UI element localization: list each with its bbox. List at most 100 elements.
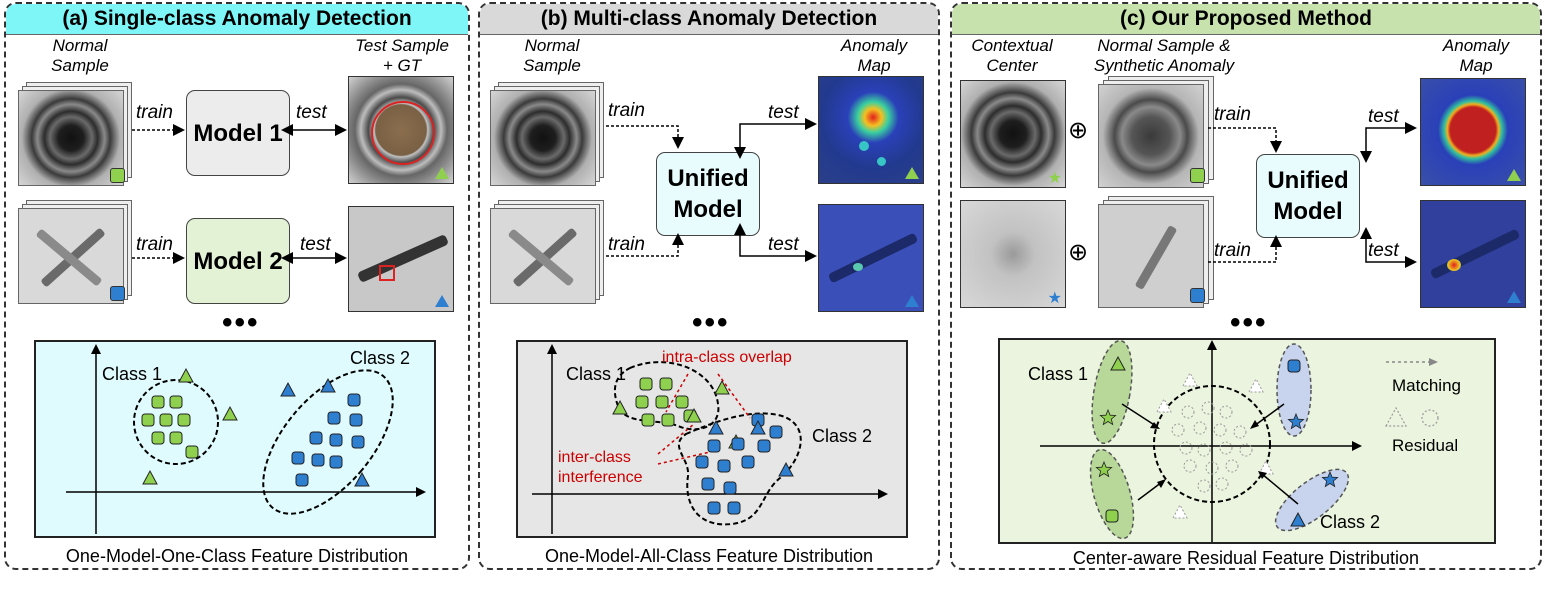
panel-title: (b) Multi-class Anomaly Detection (480, 4, 938, 35)
residual-marker (1201, 401, 1215, 415)
inter-class-interference-label: inter-class interference (558, 449, 643, 486)
unified-model-label: Unified Model (667, 165, 749, 223)
screw-image (490, 208, 596, 304)
star-marker (1095, 460, 1113, 478)
square-marker (1190, 288, 1205, 303)
model-1-label: Model 1 (193, 119, 283, 147)
square-marker (635, 395, 649, 409)
star-marker (1099, 408, 1117, 426)
train-label: train (608, 234, 645, 255)
square-marker (151, 431, 165, 445)
residual-marker (1197, 443, 1211, 457)
square-marker (661, 413, 675, 427)
triangle-marker (612, 399, 628, 415)
residual-marker (1219, 405, 1233, 419)
bottle-synthetic-image (1098, 84, 1204, 188)
square-marker (141, 413, 155, 427)
bottle-center-image: ★ (960, 80, 1066, 188)
residual-marker (1225, 459, 1239, 473)
test-label: test (300, 234, 331, 255)
bottle-image (18, 90, 124, 186)
bottle-synthetic-stack (1098, 76, 1218, 190)
ellipsis: ••• (222, 306, 260, 339)
caption: One-Model-All-Class Feature Distribution (544, 546, 874, 566)
square-marker (329, 433, 343, 447)
residual-legend-label: Residual (1392, 436, 1459, 455)
square-marker (329, 455, 343, 469)
triangle-marker (320, 377, 336, 393)
triangle-marker (1290, 511, 1306, 527)
screw-sample-stack (18, 200, 138, 308)
normal-sample-label: Normal Sample (51, 36, 109, 75)
square-marker (185, 445, 199, 459)
triangle-marker (435, 167, 449, 179)
square-marker (757, 439, 771, 453)
triangle-marker (142, 469, 158, 485)
square-marker (177, 413, 191, 427)
square-marker (731, 437, 745, 451)
triangle-marker (778, 461, 794, 477)
square-marker (291, 451, 305, 465)
class-2-label: Class 2 (350, 348, 411, 368)
square-marker (655, 395, 669, 409)
triangle-marker (1248, 377, 1264, 393)
triangle-marker (1156, 397, 1172, 413)
anomaly-map-label: Anomaly Map (1442, 36, 1510, 75)
square-marker (723, 481, 737, 495)
square-marker (769, 425, 783, 439)
triangle-marker (714, 379, 730, 395)
triangle-marker (1507, 291, 1521, 303)
screw-anomaly-map (818, 204, 924, 312)
star-marker (1287, 412, 1305, 430)
class-2-label: Class 2 (812, 426, 873, 446)
square-marker (659, 377, 673, 391)
class-1-label: Class 1 (102, 364, 163, 384)
residual-marker (1171, 423, 1185, 437)
unified-model-box: Unified Model (1256, 154, 1360, 238)
test-label: test (296, 102, 327, 123)
residual-marker (1239, 443, 1253, 457)
panel-proposed-method: (c) Our Proposed Method Contextual Cente… (950, 2, 1542, 570)
test-sample-label: Test Sample + GT (355, 36, 449, 75)
square-marker (707, 439, 721, 453)
square-marker (347, 393, 361, 407)
square-marker (695, 455, 709, 469)
feature-plot-c (1040, 339, 1439, 542)
screw-image (18, 208, 124, 304)
triangle-marker (1182, 371, 1198, 387)
unified-model-box: Unified Model (656, 152, 760, 236)
triangle-marker (1110, 355, 1126, 371)
normal-synthetic-label: Normal Sample & Synthetic Anomaly (1093, 36, 1235, 75)
contextual-center-label: Contextual Center (971, 36, 1053, 75)
bottle-sample-stack (490, 82, 610, 190)
triangle-marker (708, 419, 724, 435)
triangle-marker (1172, 503, 1188, 519)
triangle-marker (1507, 169, 1521, 181)
screw-anomaly-map (1420, 200, 1526, 308)
bottle-image (490, 90, 596, 186)
residual-marker (1219, 441, 1233, 455)
residual-marker (1183, 459, 1197, 473)
train-label: train (136, 234, 173, 255)
test-label: test (1368, 240, 1399, 261)
triangle-marker (905, 167, 919, 179)
screw-test-image (348, 206, 454, 312)
bottle-anomaly-map (818, 76, 924, 184)
unified-model-label: Unified Model (1267, 167, 1349, 225)
oplus-icon: ⊕ (1068, 239, 1089, 266)
train-label: train (136, 102, 173, 123)
feature-distribution-b: Class 1 Class 2 intra-class overlap inte… (516, 340, 908, 538)
residual-marker (1197, 479, 1211, 493)
triangle-marker (354, 471, 370, 487)
triangle-marker (222, 405, 238, 421)
square-marker (295, 473, 309, 487)
panel-single-class: (a) Single-class Anomaly Detection Norma… (4, 2, 470, 570)
screw-sample-stack (490, 200, 610, 308)
star-marker: ★ (1047, 290, 1062, 307)
test-label: test (768, 102, 799, 123)
anomaly-map-label: Anomaly Map (840, 36, 908, 75)
feature-plot-a (66, 344, 426, 534)
screw-center-image: ★ (960, 200, 1066, 308)
caption: One-Model-One-Class Feature Distribution (65, 546, 409, 566)
triangle-marker (435, 295, 449, 307)
